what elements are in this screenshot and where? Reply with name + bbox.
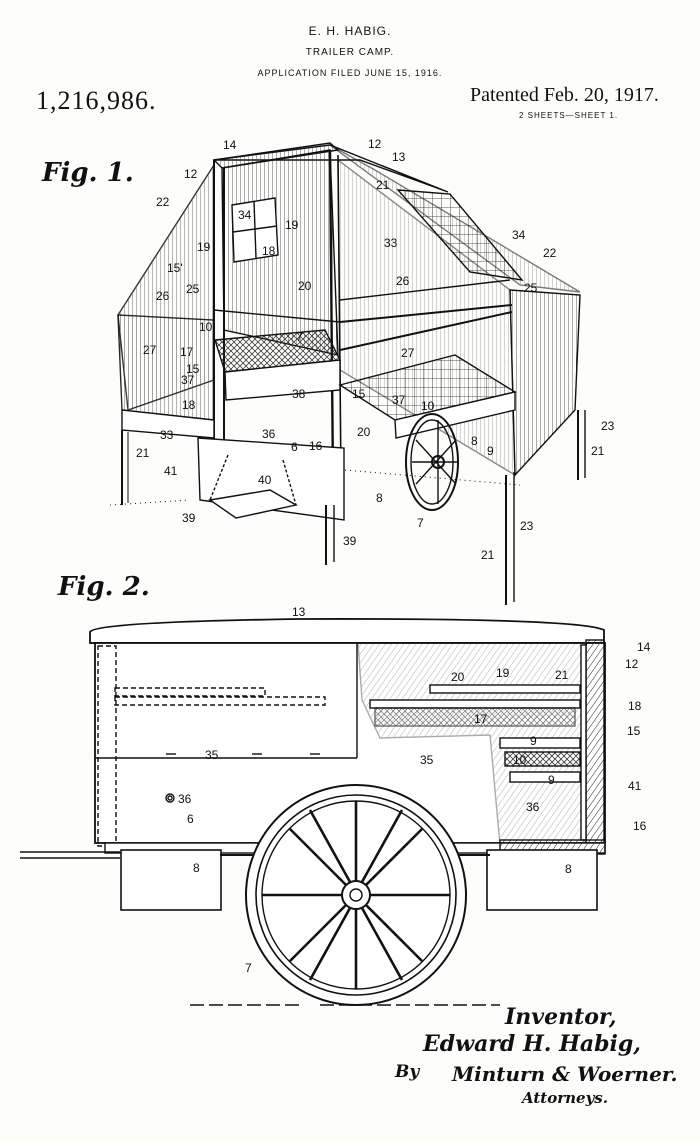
fig1-ref-8a: 8: [471, 434, 478, 448]
fig2-ref-7: 7: [245, 961, 252, 975]
fig2-ref-35b: 35: [420, 753, 434, 767]
fig2-ref-16: 16: [633, 819, 647, 833]
fig2-ref-9b: 9: [548, 773, 555, 787]
fig2-ref-21: 21: [555, 668, 569, 682]
fig1-ref-37b: 37: [392, 393, 406, 407]
fig1-ref-21c: 21: [481, 548, 495, 562]
fig2-ref-13: 13: [292, 605, 306, 619]
fig2-label: Fig. 2.: [58, 572, 150, 602]
attorney-signature: Minturn & Woerner.: [452, 1062, 678, 1086]
fig1-ref-8b: 8: [376, 491, 383, 505]
fig1-ref-22a: 22: [156, 195, 170, 209]
fig1-ref-21b: 21: [591, 444, 605, 458]
fig1-ref-10b: 10: [421, 399, 435, 413]
inventor-caption: Inventor,: [505, 1004, 617, 1030]
fig1-ref-10a: 10: [199, 320, 213, 334]
fig1-label: Fig. 1.: [42, 158, 134, 188]
fig1-ref-41: 41: [164, 464, 178, 478]
patent-number: 1,216,986.: [36, 86, 157, 115]
fig1-ref-19a: 19: [285, 218, 299, 232]
fig1-ref-25a: 25: [186, 282, 200, 296]
fig1-ref-27a: 27: [143, 343, 157, 357]
attorneys-caption: Attorneys.: [522, 1089, 608, 1107]
fig1-ref-19b: 19: [197, 240, 211, 254]
fig1-ref-40: 40: [258, 473, 272, 487]
fig2-ref-36b: 36: [526, 800, 540, 814]
fig1-ref-9: 9: [487, 444, 494, 458]
patent-title: TRAILER CAMP.: [305, 47, 395, 58]
fig2-ref-35a: 35: [205, 748, 219, 762]
fig1-ref-12b: 12: [184, 167, 198, 181]
fig1-ref-25b: 25: [524, 281, 538, 295]
fig1-ref-15-prime: 15': [167, 261, 183, 275]
sheet-info: 2 SHEETS—SHEET 1.: [519, 111, 619, 120]
fig2-ref-12: 12: [625, 657, 639, 671]
fig2-ref-9a: 9: [530, 734, 537, 748]
fig1-ref-21a: 21: [136, 446, 150, 460]
fig1-ref-34b: 34: [512, 228, 526, 242]
fig1-ref-36: 36: [262, 427, 276, 441]
fig1-ref-23b: 23: [520, 519, 534, 533]
fig1-ref-17: 17: [180, 345, 194, 359]
by-label: By: [395, 1062, 420, 1082]
fig2-ref-17: 17: [474, 712, 488, 726]
fig1-ref-21-top: 21: [376, 178, 390, 192]
fig1-ref-13: 13: [392, 150, 406, 164]
fig1-ref-26b: 26: [396, 274, 410, 288]
fig1-ref-39a: 39: [182, 511, 196, 525]
fig2-ref-36a: 36: [178, 792, 192, 806]
fig1-ref-15: 15: [186, 362, 200, 376]
fig1-ref-7b: 7: [417, 516, 424, 530]
fig2-ref-41: 41: [628, 779, 642, 793]
fig1-ref-14: 14: [223, 138, 237, 152]
fig2-reference-numerals: 13 14 12 20 19 21 18 17 15 9 35 35 10 9 …: [178, 605, 651, 975]
fig1-ref-18b: 18: [182, 398, 196, 412]
fig2-ref-10: 10: [513, 753, 527, 767]
fig1-ref-23a: 23: [601, 419, 615, 433]
fig1-ref-39b: 39: [343, 534, 357, 548]
inventor-name: E. H. HABIG.: [308, 24, 392, 38]
fig1-drawing: [109, 142, 586, 605]
fig1-reference-numerals: 14 12 13 12 21 22 34 19 19 18 33 15' 34 …: [136, 137, 615, 562]
fig2-ref-20: 20: [451, 670, 465, 684]
fig1-ref-20: 20: [298, 279, 312, 293]
fig1-ref-37a: 37: [181, 373, 195, 387]
fig2-ref-14: 14: [637, 640, 651, 654]
fig1-ref-6: 6: [291, 440, 298, 454]
fig1-ref-15b: 15: [352, 387, 366, 401]
fig2-ref-19: 19: [496, 666, 510, 680]
fig2-ref-8a: 8: [193, 861, 200, 875]
fig1-ref-33b: 33: [160, 428, 174, 442]
fig1-ref-38: 38: [292, 387, 306, 401]
fig2-ref-6: 6: [187, 812, 194, 826]
fig1-ref-26a: 26: [156, 289, 170, 303]
fig2-ref-18: 18: [628, 699, 642, 713]
fig1-ref-33a: 33: [384, 236, 398, 250]
fig1-ref-18: 18: [262, 244, 276, 258]
fig1-ref-7a: 7: [296, 330, 303, 344]
fig2-ref-15: 15: [627, 724, 641, 738]
fig1-ref-16: 16: [309, 439, 323, 453]
patented-date: Patented Feb. 20, 1917.: [470, 84, 659, 106]
fig1-ref-12a: 12: [368, 137, 382, 151]
fig2-ref-8b: 8: [565, 862, 572, 876]
fig1-ref-20b: 20: [357, 425, 371, 439]
fig1-ref-34a: 34: [238, 208, 252, 222]
filing-date-line: APPLICATION FILED JUNE 15, 1916.: [257, 68, 443, 78]
fig1-ref-27b: 27: [401, 346, 415, 360]
fig1-ref-22b: 22: [543, 246, 557, 260]
fig2-drawing: [20, 618, 606, 1006]
inventor-signature: Edward H. Habig,: [423, 1031, 641, 1057]
